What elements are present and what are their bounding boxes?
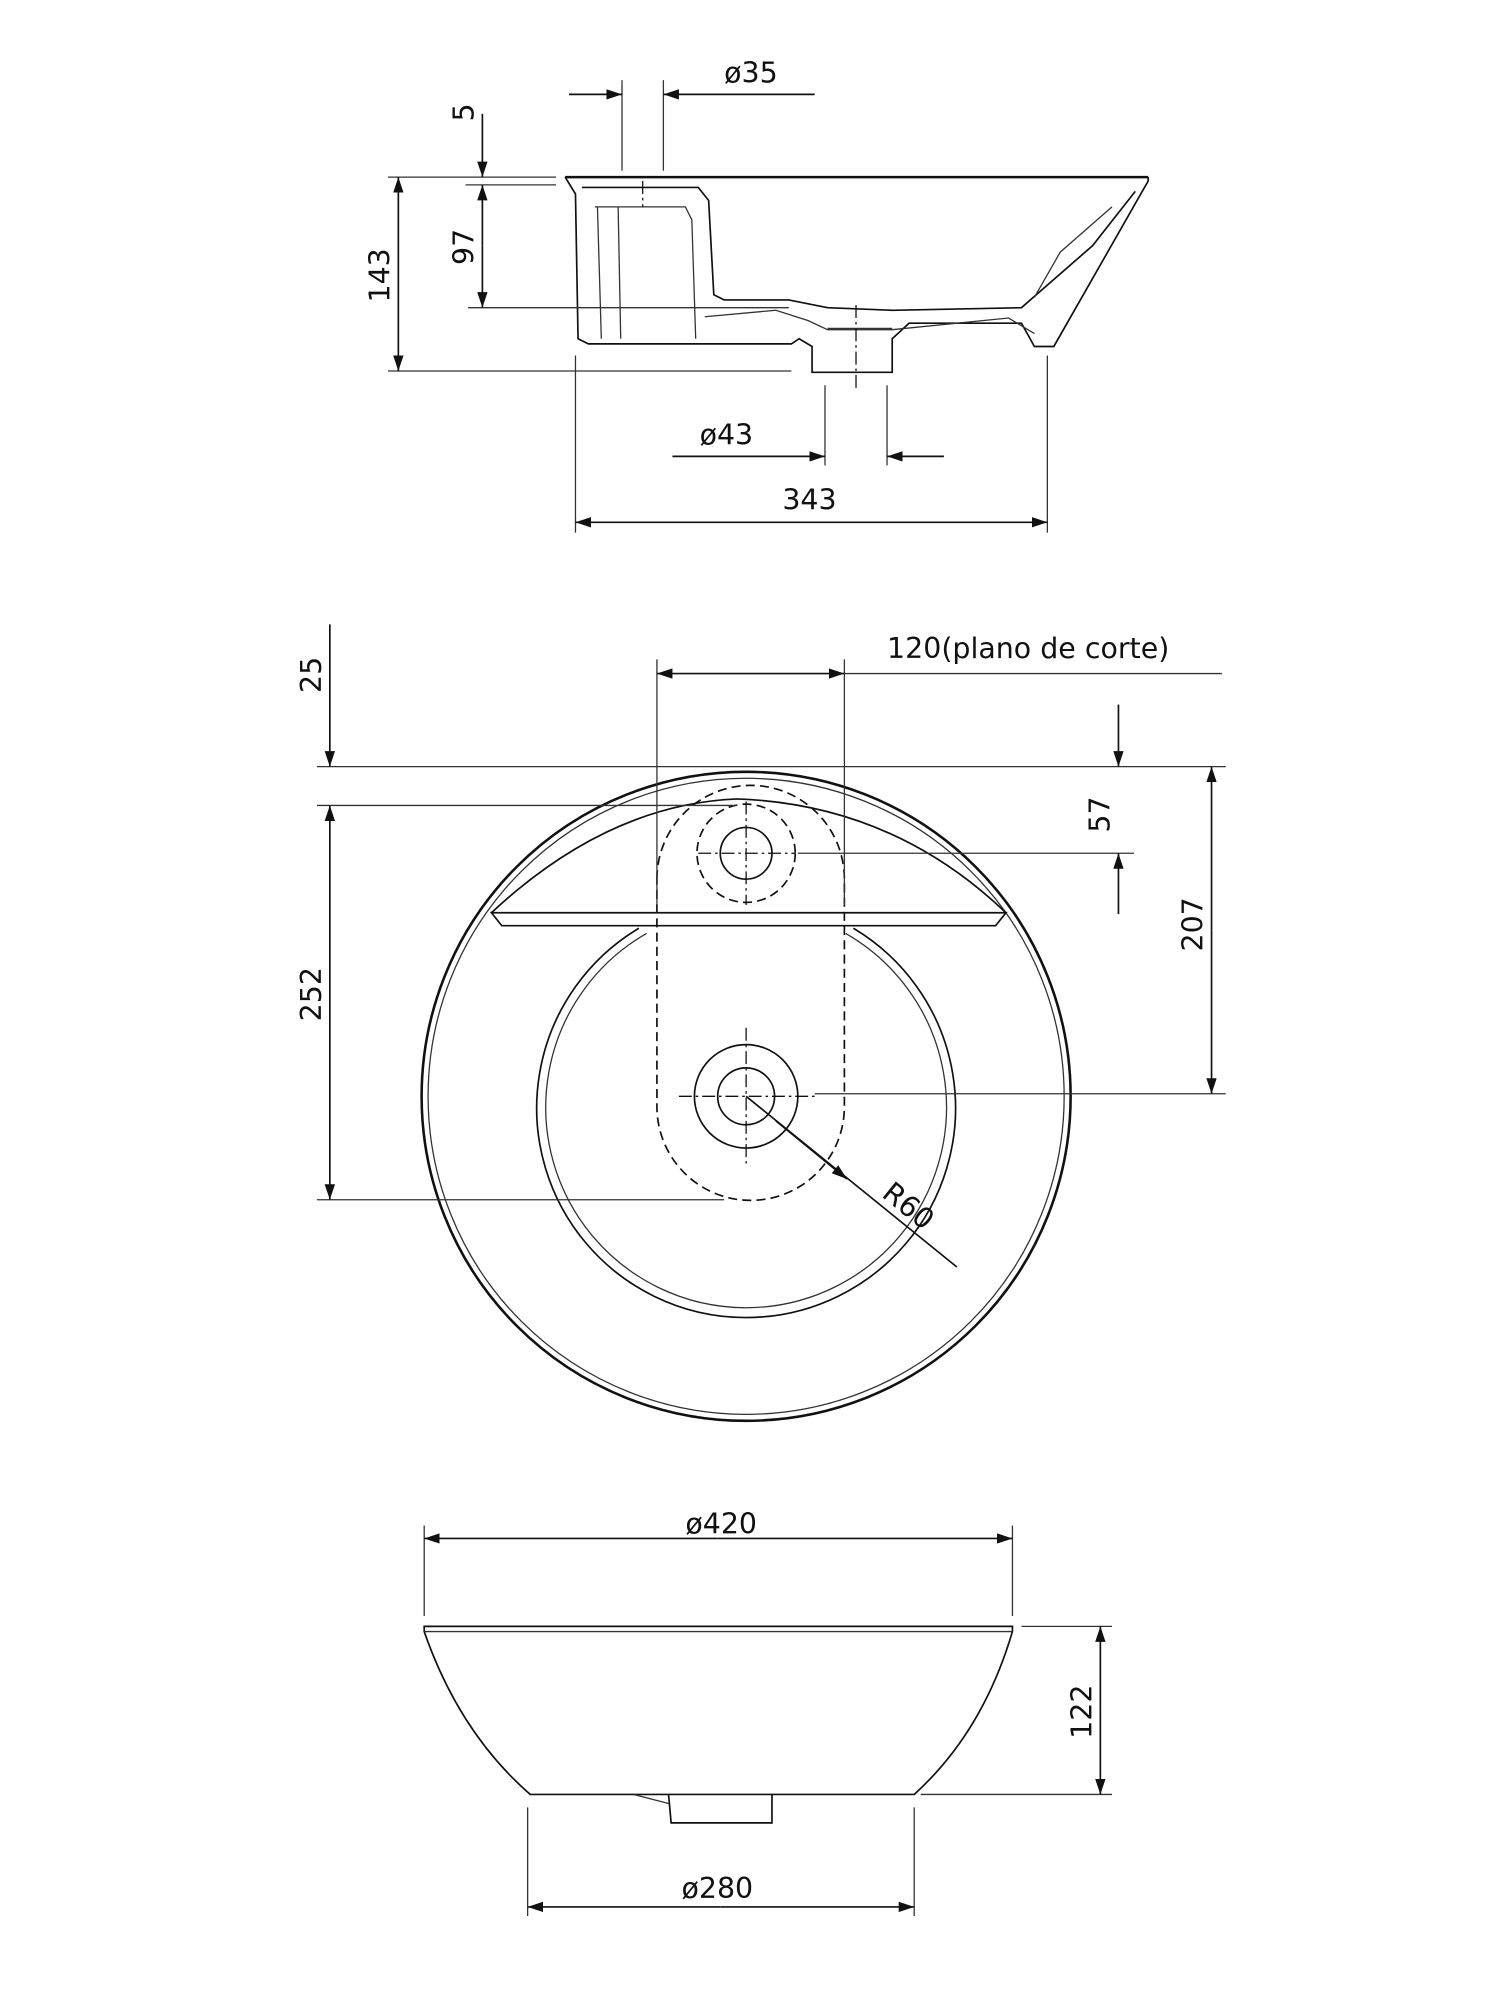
dimension-elevation-height: 122 [920,1625,1112,1796]
dim-label-tap-hole: ø35 [724,57,778,90]
dim-label-base-diameter: ø280 [681,1872,753,1905]
dimension-rim-offset: 5 [447,103,557,186]
dim-label-edge-to-drain: 207 [1176,897,1209,951]
dim-label-top-offset: 25 [295,657,328,693]
dim-label-drain-diameter: ø43 [700,419,754,452]
side-section-view: ø35 5 97 143 ø43 343 [363,57,1150,533]
dim-label-tap-offset: 57 [1083,796,1116,832]
dimension-edge-to-drain: 207 [814,766,1226,1095]
dim-label-elevation-height: 122 [1065,1685,1098,1739]
dim-label-deck-height: 97 [447,229,480,265]
dim-label-cut-plane: 120(plano de corte) [887,632,1169,665]
dimension-tap-offset: 57 [797,704,1134,915]
dimension-top-offset: 25 [295,624,1226,807]
dimension-tap-to-drain: 252 [295,805,725,1201]
dim-label-outer-diameter: ø420 [685,1507,757,1540]
basin-section-outline [564,175,1150,388]
dimension-drain-diameter: ø43 [672,385,944,466]
inner-bowl [535,927,957,1319]
dimension-outer-diameter: ø420 [423,1507,1014,1617]
dim-label-rim-offset: 5 [447,103,480,121]
plan-view: 120(plano de corte) 25 252 57 207 R60 [295,624,1226,1423]
dim-label-total-height: 143 [363,248,396,302]
dimension-base-diameter: ø280 [526,1807,915,1916]
dimension-total-height: 143 [363,176,792,372]
dimension-section-width: 343 [574,355,1048,533]
dimension-cut-plane: 120(plano de corte) [656,632,1222,905]
drain-elevation [667,1794,773,1824]
bowl-elevation-outline [423,1625,1014,1796]
elevation-view: ø420 122 ø280 [423,1507,1112,1916]
dim-label-tap-to-drain: 252 [295,967,328,1021]
dimension-deck-height: 97 [447,184,789,309]
outer-rim [420,770,1072,1423]
dim-label-section-width: 343 [782,483,836,516]
cut-plane-outline [656,784,846,1202]
dimension-bowl-radius: R60 [745,1095,958,1268]
deck-outline [490,798,1007,914]
dimension-tap-hole-diameter: ø35 [569,57,815,171]
